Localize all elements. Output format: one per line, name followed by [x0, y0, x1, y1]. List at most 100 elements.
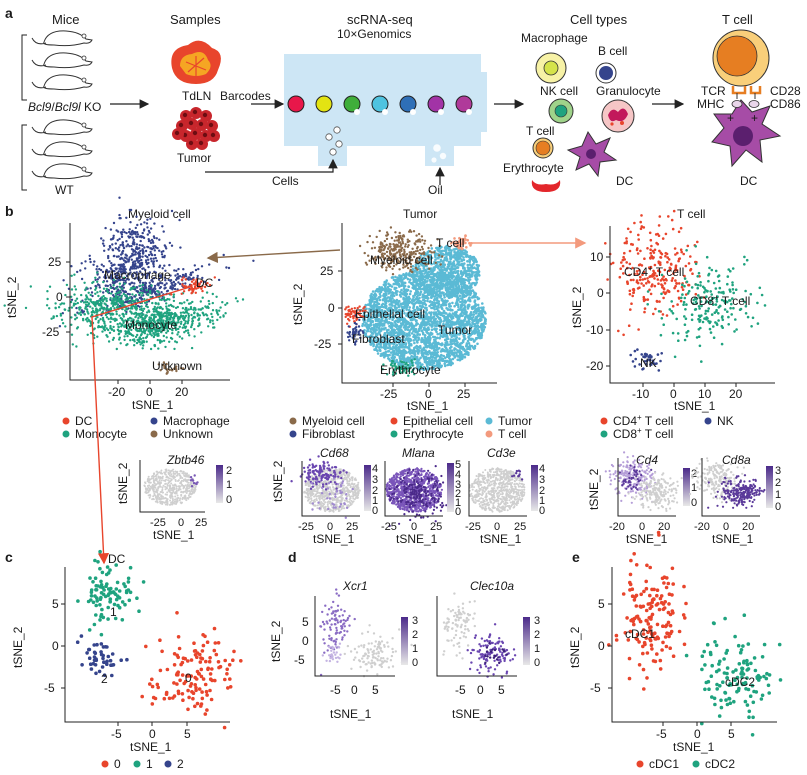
monocyte-point: [179, 311, 183, 314]
scrna-subtitle: 10×Genomics: [337, 27, 411, 41]
monocyte-point: [59, 314, 63, 317]
tumor-point: [403, 351, 407, 355]
tumor-nucleus-icon: [174, 130, 180, 136]
macrophage-point: [173, 284, 176, 287]
tumor-point: [420, 329, 424, 333]
macrophage-point: [89, 260, 92, 264]
monocyte-point: [118, 314, 121, 317]
tumor-point: [440, 306, 443, 309]
macrophage-point: [96, 278, 100, 281]
macrophage-point: [61, 312, 64, 315]
tumor-point: [418, 296, 421, 300]
macrophage-point: [173, 269, 176, 272]
tumor-point: [408, 297, 412, 301]
tumor-point: [467, 353, 470, 357]
tumor-point: [415, 301, 418, 304]
myeloid-ytick: 0: [56, 290, 63, 304]
macrophage-point: [80, 262, 83, 265]
tumor-point: [365, 325, 369, 329]
tumor-point: [389, 321, 393, 325]
tumor-point: [379, 294, 382, 298]
monocyte-point: [85, 286, 88, 289]
monocyte-point: [170, 304, 173, 308]
macrophage-point: [145, 261, 148, 264]
tumor-point: [434, 351, 438, 354]
monocyte-point: [204, 313, 208, 316]
mouse-icon: [31, 119, 93, 136]
monocyte-point: [57, 306, 61, 309]
samples-title: Samples: [170, 12, 221, 27]
monocyte-point: [141, 291, 144, 295]
macrophage-point: [153, 276, 156, 280]
tumor-point: [437, 306, 440, 309]
myeloid-xtick: 0: [146, 385, 153, 399]
tumor-point: [477, 313, 481, 317]
tumor-point: [437, 256, 440, 260]
monocyte-point: [83, 313, 87, 316]
tumor-point: [408, 278, 412, 282]
dc-type-label: DC: [616, 174, 634, 188]
monocyte-point: [84, 288, 87, 292]
monocyte-point: [187, 319, 190, 322]
tumor-point: [380, 354, 384, 357]
macrophage-point: [111, 243, 114, 246]
monocyte-point: [105, 287, 109, 291]
barcode-bead-icon: [427, 95, 445, 113]
tumor-point: [383, 347, 387, 351]
macrophage-point: [125, 240, 128, 243]
monocyte-point: [87, 298, 90, 301]
macrophage-point: [160, 291, 163, 294]
monocyte-point: [54, 307, 57, 310]
tumor-point: [366, 328, 370, 331]
tumor-point: [454, 343, 458, 347]
tumor-point: [406, 321, 410, 324]
tumor-point: [468, 298, 472, 302]
macrophage-point: [146, 245, 149, 249]
tumor-point: [412, 348, 416, 352]
ko-bracket: [21, 34, 27, 101]
tumor-point: [461, 345, 465, 349]
tumor-point: [394, 322, 397, 326]
tumor-point: [424, 315, 428, 318]
tumor-point: [446, 267, 450, 270]
macrophage-point: [136, 223, 139, 227]
macrophage-point: [107, 248, 110, 251]
oil-label: Oil: [428, 183, 443, 197]
monocyte-point: [100, 304, 103, 307]
macrophage-point: [142, 250, 145, 254]
monocyte-point: [71, 343, 75, 346]
monocyte-point: [70, 274, 73, 277]
monocyte-point: [181, 337, 184, 340]
monocyte-point: [149, 291, 152, 295]
tumor-point: [444, 303, 448, 307]
tumor-point: [402, 355, 406, 359]
macrophage-point: [120, 233, 124, 236]
tumor-point: [437, 341, 440, 345]
monocyte-point: [207, 299, 210, 303]
monocyte-point: [191, 317, 194, 320]
tumor-point: [417, 337, 421, 341]
tumor-point: [416, 341, 419, 344]
monocyte-point: [130, 286, 133, 290]
tumor-point: [424, 358, 428, 361]
macrophage-point: [143, 287, 147, 290]
tumor-point: [427, 345, 430, 348]
monocyte-point: [170, 337, 174, 340]
macrophage-point: [142, 229, 146, 232]
monocyte-point: [100, 296, 104, 299]
monocyte-point: [138, 336, 141, 340]
monocyte-point: [167, 308, 170, 311]
monocyte-point: [202, 314, 206, 317]
monocyte-point: [118, 332, 121, 335]
bead-cell-icon: [438, 109, 444, 115]
tumor-point: [393, 282, 397, 286]
tumor-point: [461, 295, 464, 298]
monocyte-point: [192, 308, 195, 311]
tumor-point: [482, 324, 485, 328]
tumor-point: [473, 306, 476, 309]
tumor-point: [481, 310, 485, 313]
macrophage-point: [136, 233, 140, 236]
barcode-bead-icon: [287, 95, 305, 113]
tumor-point: [470, 338, 473, 342]
macrophage-point: [119, 244, 122, 247]
